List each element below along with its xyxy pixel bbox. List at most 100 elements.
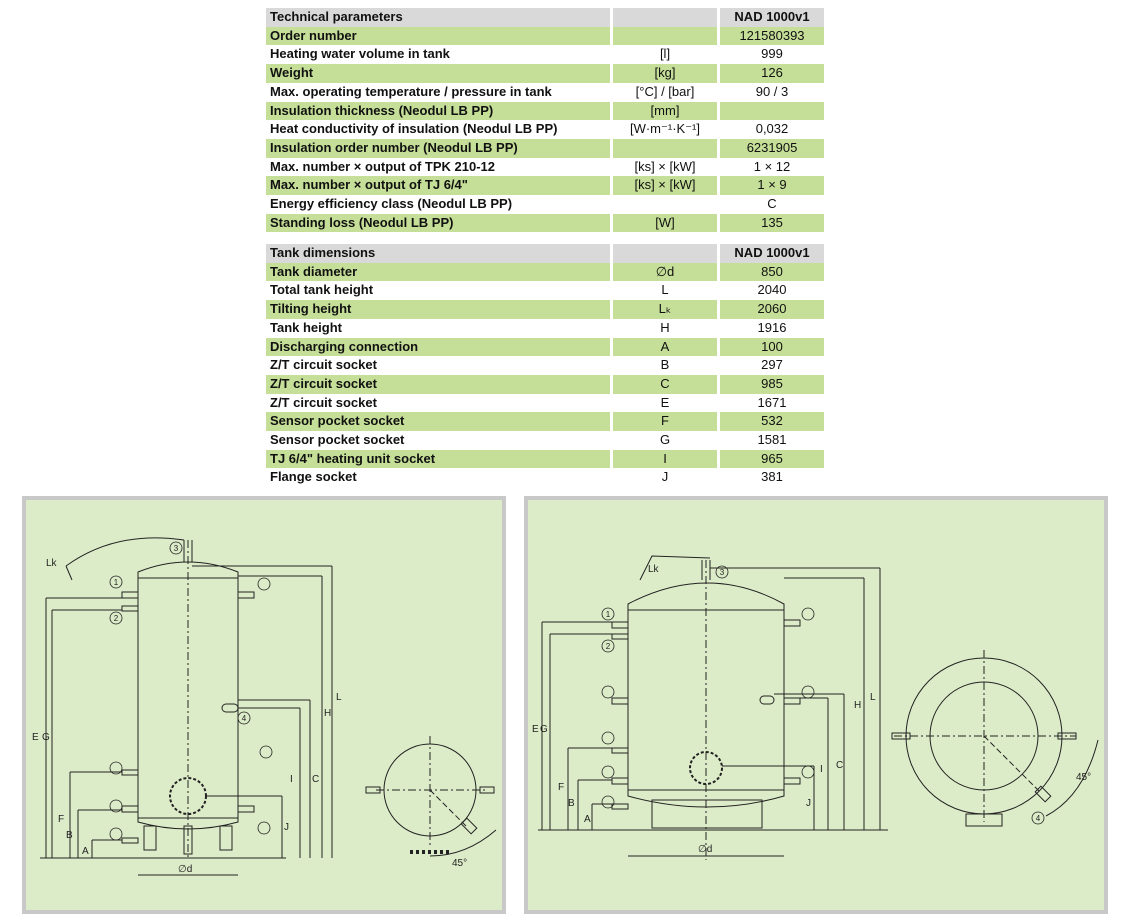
technical-table-cell-unit [611, 138, 720, 158]
technical-table-cell-value [718, 101, 824, 121]
dim-i-left: I [290, 774, 293, 785]
dim-e-right: E [532, 724, 539, 735]
dim-j-right: J [806, 798, 811, 809]
dimensions-table-cell-unit: Lₖ [611, 300, 720, 319]
dim-b-right: B [568, 798, 575, 809]
dimensions-table-cell-value: 965 [718, 449, 824, 469]
dim-i-right: I [820, 764, 823, 775]
technical-table-cell-label: Weight [266, 64, 613, 83]
technical-table-cell-value: 1 × 9 [718, 176, 824, 196]
dimensions-table-cell-unit: I [611, 449, 720, 469]
tank-drawing-right: Lk E G F B A H L I C J ∅d 45° 3 1 2 4 [532, 555, 1099, 860]
dimensions-table-cell-value: 2060 [718, 300, 824, 319]
technical-table-row: Max. number × output of TJ 6/4"[ks] × [k… [266, 176, 824, 196]
dimensions-table-cell-value: 2040 [718, 281, 824, 301]
dimensions-table-cell-unit: G [611, 431, 720, 450]
dim-l-right: L [870, 692, 876, 703]
technical-table-row: Heat conductivity of insulation (Neodul … [266, 120, 824, 139]
dimensions-table-cell-unit: H [611, 318, 720, 338]
dimensions-table-cell-label: Discharging connection [266, 337, 613, 357]
dimensions-table-header-model: NAD 1000v1 [718, 244, 824, 263]
technical-table-header-unit [611, 8, 720, 27]
technical-table-cell-value: 0,032 [718, 120, 824, 139]
technical-table-cell-label: Order number [266, 26, 613, 46]
dimensions-table-cell-label: Tank height [266, 318, 613, 338]
technical-table-row: Standing loss (Neodul LB PP)[W]135 [266, 213, 824, 233]
dimensions-table-cell-label: Sensor pocket socket [266, 412, 613, 432]
dim-c-left: C [312, 774, 319, 785]
technical-table-row: Insulation thickness (Neodul LB PP)[mm] [266, 101, 824, 121]
dimensions-table-cell-label: Sensor pocket socket [266, 431, 613, 450]
dimensions-table-cell-unit: E [611, 393, 720, 413]
dim-g-right: G [540, 724, 548, 735]
dimensions-table-cell-label: TJ 6/4" heating unit socket [266, 449, 613, 469]
dimensions-table-cell-label: Z/T circuit socket [266, 374, 613, 394]
technical-table-cell-label: Heating water volume in tank [266, 45, 613, 65]
dim-f-right: F [558, 782, 564, 793]
technical-table-cell-label: Standing loss (Neodul LB PP) [266, 213, 613, 233]
technical-table-row: Energy efficiency class (Neodul LB PP) C [266, 195, 824, 214]
dimensions-table-cell-unit: C [611, 374, 720, 394]
technical-table-cell-label: Energy efficiency class (Neodul LB PP) [266, 195, 613, 214]
dimensions-table-cell-label: Z/T circuit socket [266, 393, 613, 413]
dimensions-table-cell-label: Z/T circuit socket [266, 356, 613, 375]
dimensions-table-cell-label: Tank diameter [266, 262, 613, 282]
dim-h-right: H [854, 700, 861, 711]
technical-table-cell-label: Max. number × output of TJ 6/4" [266, 176, 613, 196]
technical-table-cell-unit: [mm] [611, 101, 720, 121]
technical-table-cell-unit: [W·m⁻¹·K⁻¹] [611, 120, 720, 139]
technical-table-cell-value: 126 [718, 64, 824, 83]
dim-a-right: A [584, 814, 591, 825]
lk-label-right: Lk [648, 564, 660, 575]
dim-l-left: L [336, 692, 342, 703]
callout-4-right: 4 [1036, 814, 1041, 823]
drawing-panel-left: Lk E G F B A H L I C J ∅d 45° 3 1 2 4 [22, 496, 506, 914]
dimensions-table-cell-unit: B [611, 356, 720, 375]
technical-table-cell-label: Insulation thickness (Neodul LB PP) [266, 101, 613, 121]
dimensions-table-cell-value: 100 [718, 337, 824, 357]
callout-1-right: 1 [606, 610, 611, 619]
dimensions-table-cell-value: 381 [718, 468, 824, 488]
technical-table-row: Heating water volume in tank[l]999 [266, 45, 824, 65]
technical-table-cell-unit: [°C] / [bar] [611, 82, 720, 102]
angle-label-left: 45° [452, 858, 467, 869]
callout-4-left: 4 [242, 714, 247, 723]
technical-table-cell-unit: [ks] × [kW] [611, 157, 720, 177]
technical-table-cell-value: 1 × 12 [718, 157, 824, 177]
technical-table-cell-value: 6231905 [718, 138, 824, 158]
technical-table-row: Max. number × output of TPK 210-12[ks] ×… [266, 157, 824, 177]
callout-2-left: 2 [114, 614, 119, 623]
dimensions-table-cell-value: 1671 [718, 393, 824, 413]
technical-table-cell-value: 121580393 [718, 26, 824, 46]
technical-table-cell-label: Insulation order number (Neodul LB PP) [266, 138, 613, 158]
technical-table-row: Insulation order number (Neodul LB PP) 62… [266, 138, 824, 158]
dim-h-left: H [324, 708, 331, 719]
dimensions-table-cell-unit: A [611, 337, 720, 357]
dim-g-left: G [42, 732, 50, 743]
dim-j-left: J [284, 822, 289, 833]
technical-table-row: Weight[kg]126 [266, 64, 824, 83]
technical-table-cell-value: 90 / 3 [718, 82, 824, 102]
dim-a-left: A [82, 846, 89, 857]
technical-table-cell-unit: [W] [611, 213, 720, 233]
technical-table-cell-label: Max. operating temperature / pressure in… [266, 82, 613, 102]
diameter-label-right: ∅d [698, 844, 712, 855]
dimensions-table-header-label: Tank dimensions [266, 244, 613, 263]
dimensions-table-cell-unit: L [611, 281, 720, 301]
diameter-label-left: ∅d [178, 864, 192, 875]
technical-table-cell-unit: [kg] [611, 64, 720, 83]
technical-table-cell-unit: [ks] × [kW] [611, 176, 720, 196]
callout-2-right: 2 [606, 642, 611, 651]
dimensions-table-cell-value: 297 [718, 356, 824, 375]
technical-table-cell-value: C [718, 195, 824, 214]
dimensions-table-cell-unit: J [611, 468, 720, 488]
